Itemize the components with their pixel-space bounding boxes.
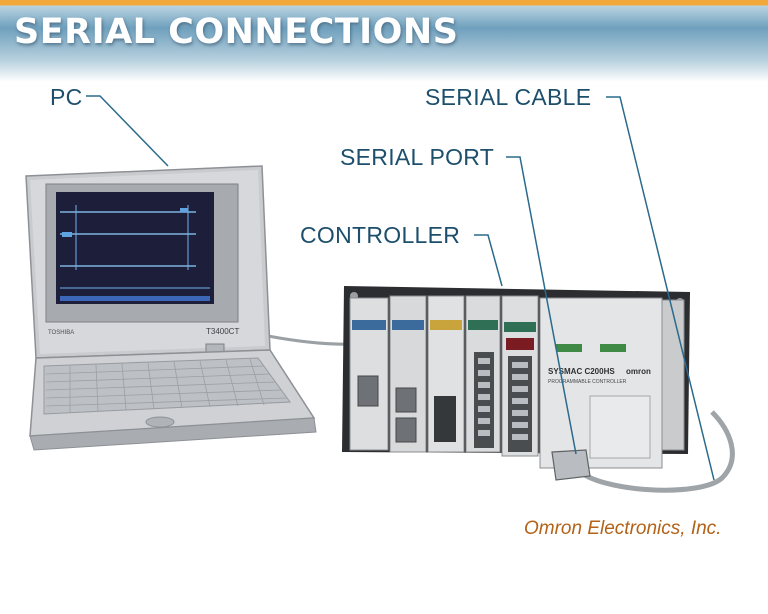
label-pc: PC xyxy=(50,84,83,110)
header-banner xyxy=(0,0,768,82)
controller-leader-line xyxy=(474,234,503,287)
laptop-pc: TOSHIBA T3400CT xyxy=(25,165,317,451)
page-title: SERIAL CONNECTIONS xyxy=(14,12,459,52)
serial-port-leader-line xyxy=(506,156,577,455)
laptop-screen xyxy=(56,192,214,304)
laptop-link-cable xyxy=(267,334,357,346)
plc-controller: SYSMAC C200HS omron PROGRAMMABLE CONTROL… xyxy=(342,286,690,481)
label-controller: CONTROLLER xyxy=(300,222,461,248)
image-credit: Omron Electronics, Inc. xyxy=(524,518,722,539)
serial-cable-leader-line xyxy=(606,96,715,481)
plc-brand: omron xyxy=(626,367,651,376)
serial-cable xyxy=(576,410,735,493)
label-serial-port: SERIAL PORT xyxy=(340,144,495,170)
label-serial-cable: SERIAL CABLE xyxy=(425,84,592,110)
serial-port-connector xyxy=(551,449,591,481)
laptop-brand: TOSHIBA xyxy=(48,330,74,336)
pc-leader-line xyxy=(86,95,169,167)
laptop-model: T3400CT xyxy=(206,327,239,336)
plc-model: SYSMAC C200HS xyxy=(548,367,615,376)
plc-subtitle: PROGRAMMABLE CONTROLLER xyxy=(548,379,627,385)
